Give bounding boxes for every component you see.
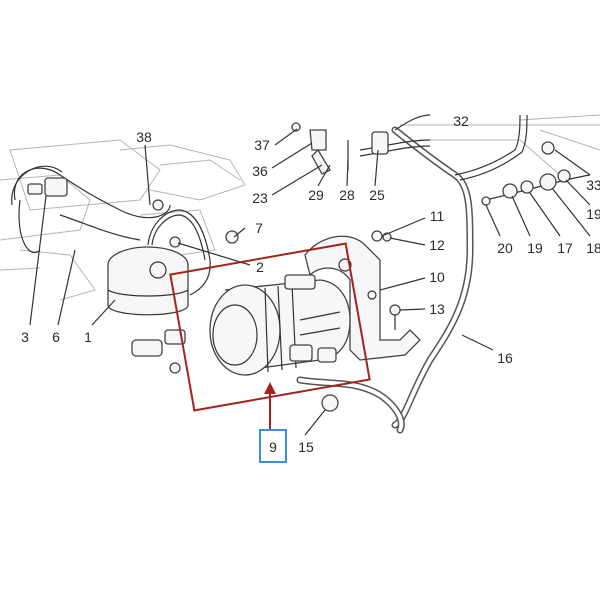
label-36: 36 <box>252 163 268 179</box>
label-38: 38 <box>136 129 152 145</box>
label-6: 6 <box>52 329 60 345</box>
label-19a: 19 <box>586 206 600 222</box>
part-labels: 38 37 36 23 29 28 25 32 33 19 20 19 17 1… <box>21 113 600 455</box>
label-16: 16 <box>497 350 513 366</box>
label-12: 12 <box>429 237 445 253</box>
label-18: 18 <box>586 240 600 256</box>
label-20: 20 <box>497 240 513 256</box>
label-1: 1 <box>84 329 92 345</box>
label-15: 15 <box>298 439 314 455</box>
highlight-box <box>169 242 371 412</box>
label-37: 37 <box>254 137 270 153</box>
background-structure <box>0 114 600 301</box>
label-25: 25 <box>369 187 385 203</box>
label-19b: 19 <box>527 240 543 256</box>
label-17: 17 <box>557 240 573 256</box>
label-29: 29 <box>308 187 324 203</box>
callout-box[interactable] <box>259 429 287 463</box>
air-pump <box>209 274 351 376</box>
label-11: 11 <box>430 208 445 224</box>
label-33: 33 <box>586 177 600 193</box>
label-10: 10 <box>429 269 445 285</box>
callout-arrowhead <box>264 382 276 394</box>
label-2: 2 <box>256 259 264 275</box>
leader-lines <box>29 128 591 436</box>
label-32: 32 <box>453 113 469 129</box>
label-13: 13 <box>429 301 445 317</box>
small-parts <box>27 122 571 412</box>
label-28: 28 <box>339 187 355 203</box>
label-7: 7 <box>255 220 263 236</box>
hoses <box>11 114 591 434</box>
label-3: 3 <box>21 329 29 345</box>
label-23: 23 <box>252 190 268 206</box>
callout-label-9: 9 <box>269 439 277 455</box>
